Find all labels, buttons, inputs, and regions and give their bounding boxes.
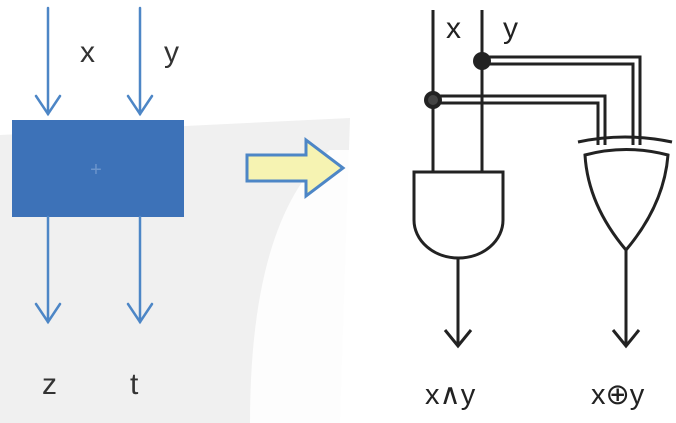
xor-gate-icon: [577, 135, 673, 253]
gate-circuit: [412, 10, 673, 349]
wire-y-to-xor: [482, 55, 642, 145]
wire-x-to-xor-inner: [433, 101, 600, 145]
transform-arrow-icon: [245, 136, 346, 200]
xor-output-arrowhead: [611, 329, 641, 349]
input-arrow-x: [34, 6, 62, 117]
adder-box: [12, 120, 184, 217]
junction-dot-x-center: [428, 95, 438, 105]
input-arrow-y: [126, 6, 154, 117]
junction-dot-y: [473, 52, 491, 70]
wire-y-to-xor-inner: [482, 62, 635, 145]
circuit-input-y-label: y: [503, 12, 518, 45]
block-output-z-label: z: [42, 368, 57, 401]
block-output-t-label: t: [130, 368, 139, 401]
block-input-y-label: y: [164, 36, 179, 69]
output-arrow-z: [34, 215, 62, 325]
xor-output-label: x⊕y: [591, 379, 645, 411]
half-adder-block: x y + z t: [12, 6, 184, 401]
and-gate-icon: [412, 170, 505, 260]
circuit-input-x-label: x: [446, 12, 461, 45]
and-output-arrowhead: [443, 329, 473, 349]
wire-x-to-xor: [433, 94, 607, 145]
and-output-label: x∧y: [425, 379, 476, 411]
output-arrow-t: [126, 215, 154, 325]
adder-symbol: +: [90, 159, 102, 181]
block-input-x-label: x: [80, 36, 95, 69]
